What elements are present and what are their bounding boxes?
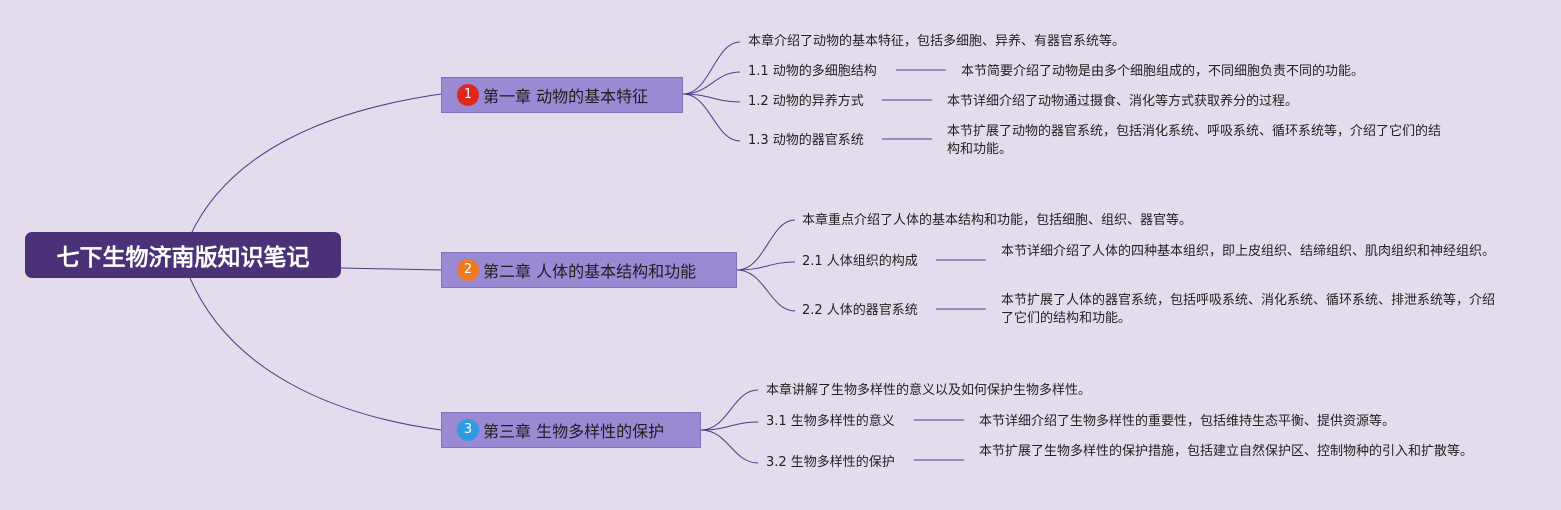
link-ch2-intro <box>736 219 796 271</box>
link-ch1-s1 <box>682 71 741 95</box>
number-badge-1: 1 <box>457 84 479 106</box>
root-title: 七下生物济南版知识笔记 <box>56 245 310 271</box>
chapter-node-1[interactable]: 1 第一章 动物的基本特征 <box>441 77 683 113</box>
link-ch1-s3 <box>682 93 741 142</box>
chapter-2-intro[interactable]: 本章重点介绍了人体的基本结构和功能，包括细胞、组织、器官等。 <box>802 213 1193 228</box>
root-node[interactable]: 七下生物济南版知识笔记 <box>25 232 341 278</box>
chapter-node-2[interactable]: 2 第二章 人体的基本结构和功能 <box>441 252 737 288</box>
section-1-3-desc[interactable]: 本节扩展了动物的器官系统，包括消化系统、呼吸系统、循环系统等，介绍了它们的结构和… <box>947 124 1442 157</box>
section-3-2-title[interactable]: 3.2 生物多样性的保护 <box>766 455 895 470</box>
section-3-1-desc[interactable]: 本节详细介绍了生物多样性的重要性，包括维持生态平衡、提供资源等。 <box>979 414 1396 429</box>
link-ch2-s2 <box>736 269 796 312</box>
chapter-node-3[interactable]: 3 第三章 生物多样性的保护 <box>441 412 701 448</box>
section-1-1-desc[interactable]: 本节简要介绍了动物是由多个细胞组成的，不同细胞负责不同的功能。 <box>961 64 1365 79</box>
section-1-2-title[interactable]: 1.2 动物的异养方式 <box>748 94 864 109</box>
section-3-1-title[interactable]: 3.1 生物多样性的意义 <box>766 414 895 429</box>
section-1-2-desc[interactable]: 本节详细介绍了动物通过摄食、消化等方式获取养分的过程。 <box>947 94 1299 109</box>
chapter-title-3: 第三章 生物多样性的保护 <box>483 422 665 441</box>
link-root-chapter-3 <box>189 277 442 431</box>
chapter-1-intro[interactable]: 本章介绍了动物的基本特征，包括多细胞、异养、有器官系统等。 <box>748 34 1126 49</box>
link-ch3-s2 <box>700 429 759 464</box>
section-2-1-desc[interactable]: 本节详细介绍了人体的四种基本组织，即上皮组织、结缔组织、肌肉组织和神经组织。 <box>1001 244 1496 259</box>
link-ch3-intro <box>700 389 759 431</box>
section-2-2-desc[interactable]: 本节扩展了人体的器官系统，包括呼吸系统、消化系统、循环系统、排泄系统等，介绍了它… <box>1001 293 1496 326</box>
link-root-chapter-1 <box>189 93 442 237</box>
link-root-chapter-2 <box>340 267 442 271</box>
chapter-title-2: 第二章 人体的基本结构和功能 <box>483 262 697 281</box>
link-ch1-intro <box>682 41 741 95</box>
number-badge-2: 2 <box>457 259 479 281</box>
section-3-2-desc[interactable]: 本节扩展了生物多样性的保护措施，包括建立自然保护区、控制物种的引入和扩散等。 <box>979 444 1474 459</box>
link-ch1-s2 <box>682 93 741 103</box>
link-ch2-s1 <box>736 261 796 271</box>
section-2-2-title[interactable]: 2.2 人体的器官系统 <box>802 303 918 318</box>
chapter-title-1: 第一章 动物的基本特征 <box>483 87 649 106</box>
section-1-1-title[interactable]: 1.1 动物的多细胞结构 <box>748 64 877 79</box>
section-2-1-title[interactable]: 2.1 人体组织的构成 <box>802 254 918 269</box>
chapter-3-intro[interactable]: 本章讲解了生物多样性的意义以及如何保护生物多样性。 <box>766 383 1092 398</box>
link-ch3-s1 <box>700 421 759 431</box>
number-badge-3: 3 <box>457 419 479 441</box>
section-1-3-title[interactable]: 1.3 动物的器官系统 <box>748 133 864 148</box>
